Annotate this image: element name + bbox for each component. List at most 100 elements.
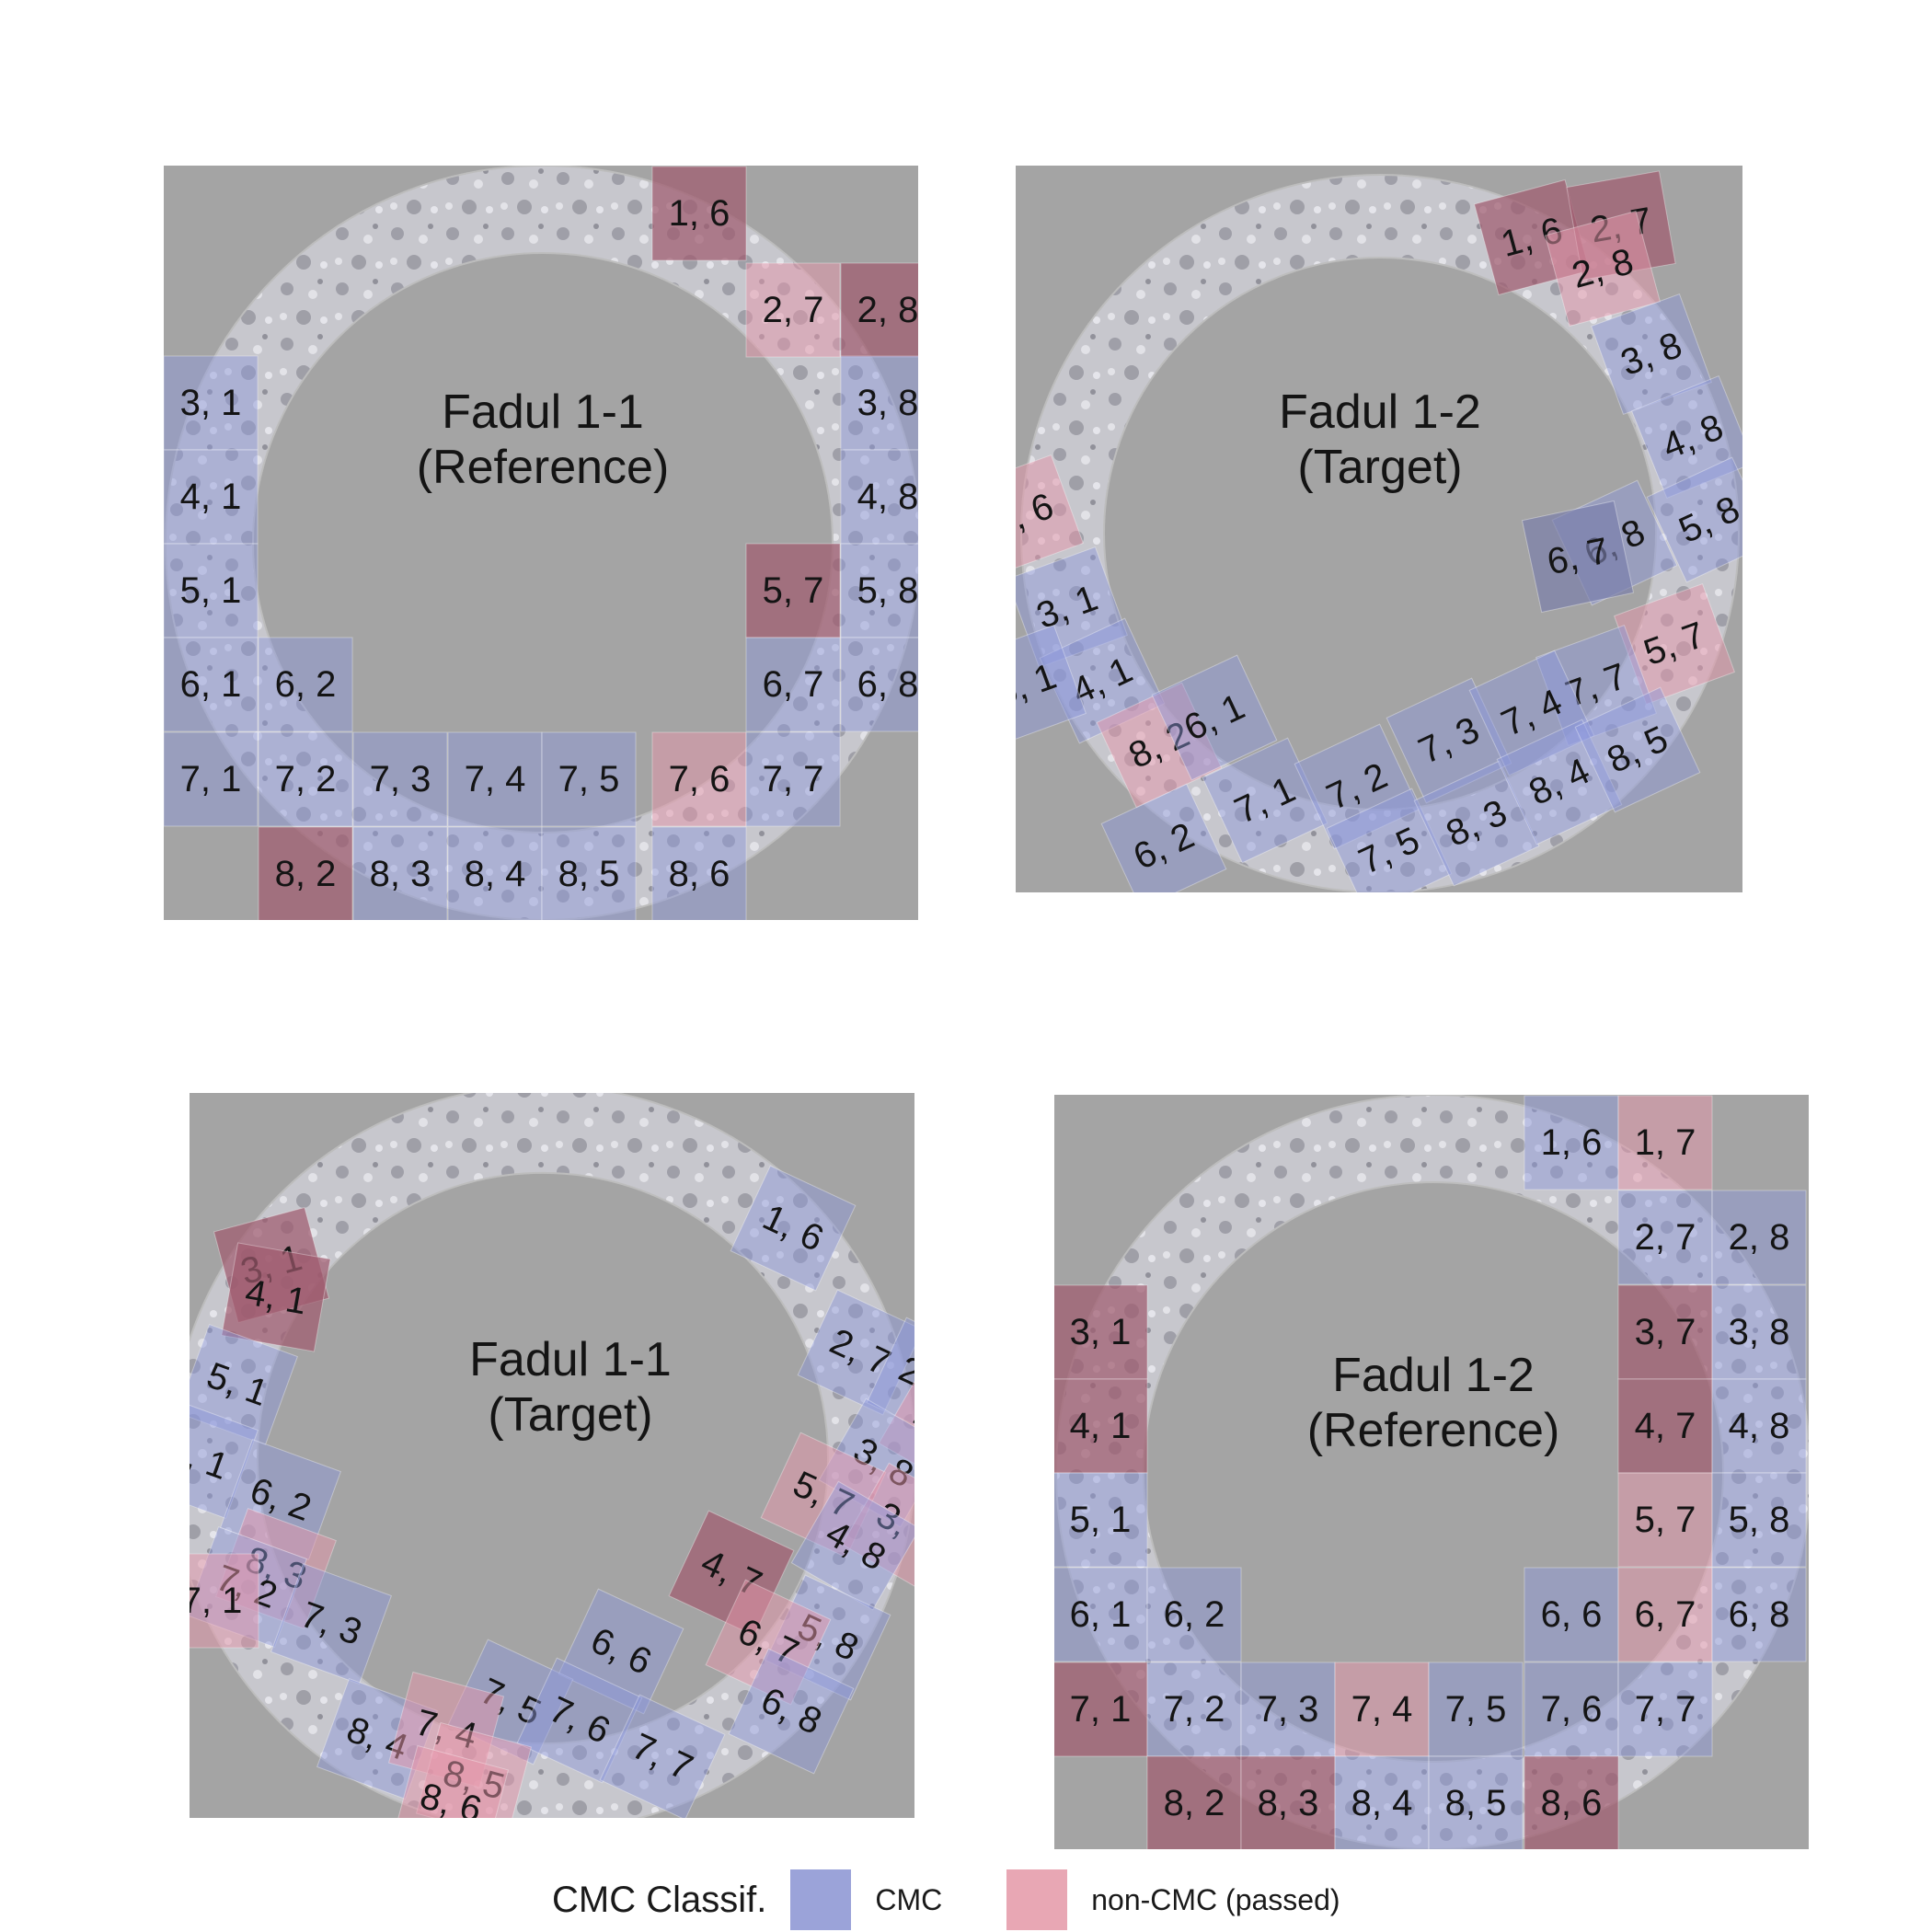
cell-swatch — [1646, 456, 1742, 583]
panel-p3: 1, 63, 14, 15, 12, 72, 81, 76, 16, 23, 8… — [190, 1093, 980, 1818]
cell-swatch — [745, 543, 841, 638]
cell-6-8: 6, 8 — [840, 637, 918, 732]
cell-swatch — [1617, 1567, 1713, 1662]
cell-swatch — [1054, 1284, 1148, 1380]
cell-4-8: 4, 8 — [1711, 1378, 1807, 1474]
cell-label: 3, 1 — [1070, 1312, 1132, 1352]
cell-label: 7, 3 — [370, 759, 431, 799]
cell-swatch — [1146, 1567, 1242, 1662]
cell-swatch — [651, 731, 747, 827]
panel-title: Fadul 1-2 — [1279, 385, 1481, 439]
cell-swatch — [745, 262, 841, 358]
cell-swatch — [1617, 1190, 1713, 1285]
cell-7-7: 7, 7 — [1617, 1662, 1713, 1757]
cell-swatch — [1428, 1662, 1524, 1757]
cell-3-8: 3, 8 — [1711, 1284, 1807, 1380]
cell-7-5: 7, 5 — [1428, 1662, 1524, 1757]
cell-8-3: 8, 3 — [352, 826, 448, 920]
cell-label: 7, 1 — [1070, 1689, 1132, 1730]
cell-8-5: 8, 5 — [1574, 686, 1701, 813]
cell-8-6: 8, 6 — [392, 1744, 510, 1818]
cell-swatch — [599, 1694, 726, 1818]
cell-2-8: 2, 8 — [840, 262, 918, 358]
cell-label: 7, 6 — [669, 759, 730, 799]
cell-swatch — [1711, 1284, 1807, 1380]
cell-5-1: 5, 1 — [1054, 1472, 1148, 1568]
cell-swatch — [651, 166, 747, 261]
cell-swatch — [1468, 650, 1595, 776]
cell-swatch — [270, 1562, 393, 1685]
cell-swatch — [164, 731, 259, 827]
cell-8-2: 8, 2 — [1146, 1755, 1242, 1849]
cell-swatch — [1524, 1755, 1619, 1849]
cell-swatch — [258, 731, 353, 827]
cell-swatch — [1334, 1662, 1430, 1757]
cell-7-6: 7, 6 — [1016, 454, 1085, 577]
cell-7-5: 7, 5 — [1326, 788, 1453, 892]
cell-label: 7, 3 — [1258, 1689, 1319, 1730]
cell-swatch — [1535, 624, 1658, 747]
cell-7-6: 7, 6 — [1524, 1662, 1619, 1757]
legend-swatch-cmc — [790, 1869, 852, 1930]
cell-label: 3, 8 — [857, 383, 919, 423]
cell-label: 2, 8 — [1729, 1217, 1790, 1258]
cell-label: 7, 5 — [558, 759, 620, 799]
cell-label: 8, 6 — [1541, 1783, 1603, 1823]
cell-swatch — [790, 1480, 914, 1611]
cell-swatch — [1630, 374, 1742, 500]
cell-1-7: 1, 7 — [1617, 1095, 1713, 1190]
cell-label: 7, 7 — [1635, 1689, 1696, 1730]
cell-swatch — [1711, 1567, 1807, 1662]
panel-title: Fadul 1-2 — [1332, 1349, 1535, 1402]
cell-7-2: 7, 2 — [1146, 1662, 1242, 1757]
cell-swatch — [797, 1289, 914, 1416]
cell-4-8: 4, 8 — [840, 449, 919, 545]
cell-swatch — [1016, 454, 1085, 577]
cell-swatch — [221, 1242, 331, 1352]
cell-swatch — [730, 1165, 857, 1292]
cell-swatch — [1617, 1378, 1713, 1474]
cell-swatch — [1054, 1378, 1148, 1474]
cell-swatch — [558, 1588, 684, 1715]
cell-swatch — [164, 449, 259, 545]
cell-swatch — [164, 355, 259, 451]
cell-swatch — [728, 1648, 855, 1775]
cell-swatch — [840, 262, 918, 358]
cell-label: 8, 6 — [669, 854, 730, 894]
cell-label: 5, 8 — [857, 570, 919, 611]
cell-swatch — [352, 731, 448, 827]
cell-swatch — [840, 543, 918, 638]
cell-swatch — [841, 1462, 914, 1593]
cell-7-1: 7, 1 — [1054, 1662, 1148, 1757]
cell-2-8: 2, 8 — [1711, 1190, 1807, 1285]
cell-3-8: 3, 8 — [1590, 293, 1713, 416]
cell-7-6: 7, 6 — [516, 1657, 643, 1784]
cell-6-8: 6, 8 — [1711, 1567, 1807, 1662]
cell-2-7: 2, 7 — [745, 262, 841, 358]
cell-swatch — [1386, 677, 1512, 804]
cell-label: 7, 1 — [180, 759, 242, 799]
cell-6-6: 6, 6 — [558, 1588, 684, 1715]
cell-4-1: 4, 1 — [1054, 1378, 1148, 1474]
cell-3-1: 3, 1 — [164, 355, 259, 451]
cell-label: 1, 6 — [669, 193, 730, 234]
breech-face-ring — [1019, 174, 1741, 892]
cell-label: 5, 1 — [180, 570, 242, 611]
cell-swatch — [1524, 1095, 1619, 1190]
cell-swatch — [1617, 1095, 1713, 1190]
cell-swatch — [1711, 1190, 1807, 1285]
panel-subtitle: (Reference) — [417, 441, 670, 494]
cell-label: 1, 7 — [906, 1393, 980, 1458]
cell-label: 4, 8 — [857, 477, 919, 517]
cell-2-7: 2, 7 — [797, 1289, 914, 1416]
cell-label: 7, 4 — [465, 759, 526, 799]
cell-label: 7, 4 — [1351, 1689, 1413, 1730]
panel-subtitle: (Target) — [1297, 441, 1462, 494]
legend-swatch-non-cmc — [1006, 1869, 1068, 1930]
cell-swatch — [258, 637, 353, 732]
cell-5-8: 5, 8 — [840, 543, 919, 638]
cell-swatch — [651, 826, 747, 920]
